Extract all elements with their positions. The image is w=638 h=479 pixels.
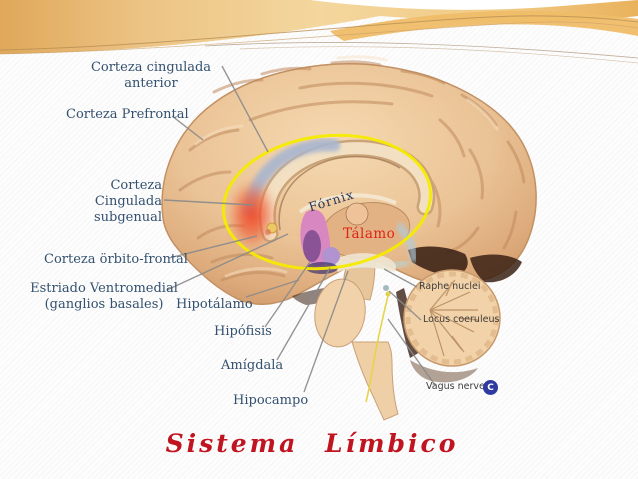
label-locus-coeruleus: Locus coeruleus [423, 314, 500, 325]
brainstem [314, 257, 399, 421]
label-vagus-nerve: Vagus nerve [426, 381, 485, 392]
decorative-header [0, 0, 638, 64]
label-amigdala: Amígdala [221, 358, 284, 373]
limbic-region-ellipse [221, 133, 433, 271]
label-estriado-ventromedial: Estriado Ventromedial (ganglios basales) [30, 281, 178, 312]
label-hipotalamo: Hipotálamo [176, 297, 253, 312]
label-corteza-cingulada-anterior: Corteza cingulada anterior [90, 60, 212, 91]
label-corteza-orbito-frontal: Corteza örbito-frontal [44, 252, 188, 267]
label-talamo: Tálamo [343, 226, 396, 242]
vagus-nerve-path [365, 295, 389, 403]
leader-lines [163, 65, 436, 393]
subgenual-highlight [227, 179, 277, 251]
label-corteza-prefrontal: Corteza Prefrontal [66, 107, 189, 122]
label-raphe-nuclei: Raphe nuclei [419, 281, 481, 292]
cerebellum [403, 269, 501, 367]
label-hipofisis: Hipófisis [214, 324, 272, 339]
vagus-nerve-badge-icon: C [483, 380, 498, 395]
label-corteza-cingulada-subgenual: Corteza Cingulada subgenual [93, 178, 162, 225]
page-title: Sistema Límbico [165, 429, 459, 458]
label-hipocampo: Hipocampo [233, 393, 309, 408]
